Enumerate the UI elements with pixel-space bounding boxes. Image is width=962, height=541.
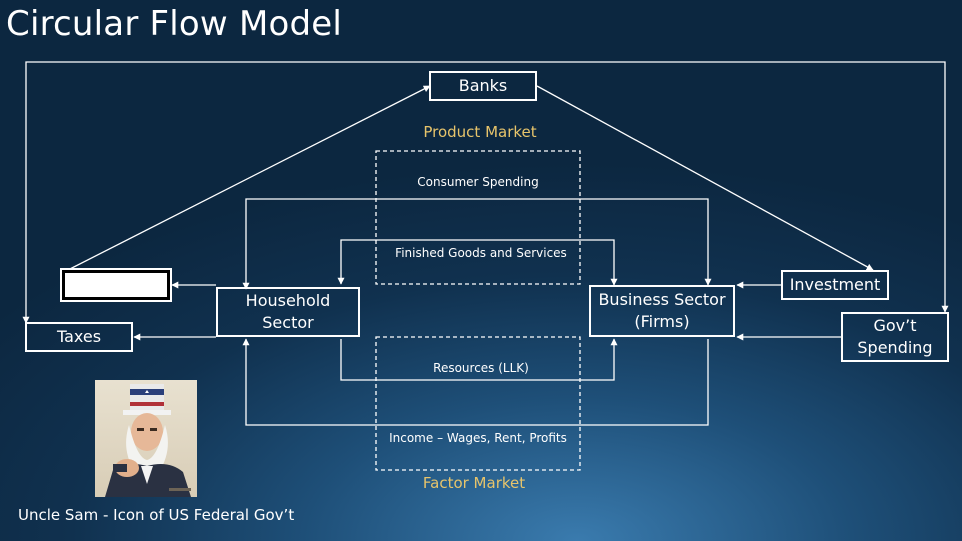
resources-label: Resources (LLK) <box>433 361 529 375</box>
resources-arrow <box>340 338 618 381</box>
taxes-node: Taxes <box>25 322 133 352</box>
product-market-region <box>375 150 581 285</box>
banks-node: Banks <box>429 71 537 101</box>
household-sector-node: Household Sector <box>216 287 360 337</box>
factor-market-label: Factor Market <box>422 474 526 492</box>
outer-loop-arrow <box>22 61 949 324</box>
consumer-spending-arrow <box>242 198 712 290</box>
savings-to-banks-arrow <box>63 85 431 273</box>
govt-spending-node: Gov’t Spending <box>841 312 949 362</box>
banks-to-investment-arrow <box>536 85 874 271</box>
income-arrow <box>242 338 709 426</box>
factor-market-region <box>375 336 581 471</box>
blank-node <box>60 268 172 302</box>
business-sector-node: Business Sector (Firms) <box>589 285 735 337</box>
finished-goods-label: Finished Goods and Services <box>395 246 567 260</box>
finished-goods-arrow <box>337 239 618 286</box>
page-title: Circular Flow Model <box>6 4 343 44</box>
uncle-sam-image <box>95 380 197 497</box>
income-label: Income – Wages, Rent, Profits <box>389 431 567 445</box>
consumer-spending-label: Consumer Spending <box>417 175 539 189</box>
product-market-label: Product Market <box>423 123 537 141</box>
uncle-sam-caption: Uncle Sam - Icon of US Federal Gov’t <box>18 506 295 524</box>
investment-node: Investment <box>781 270 889 300</box>
